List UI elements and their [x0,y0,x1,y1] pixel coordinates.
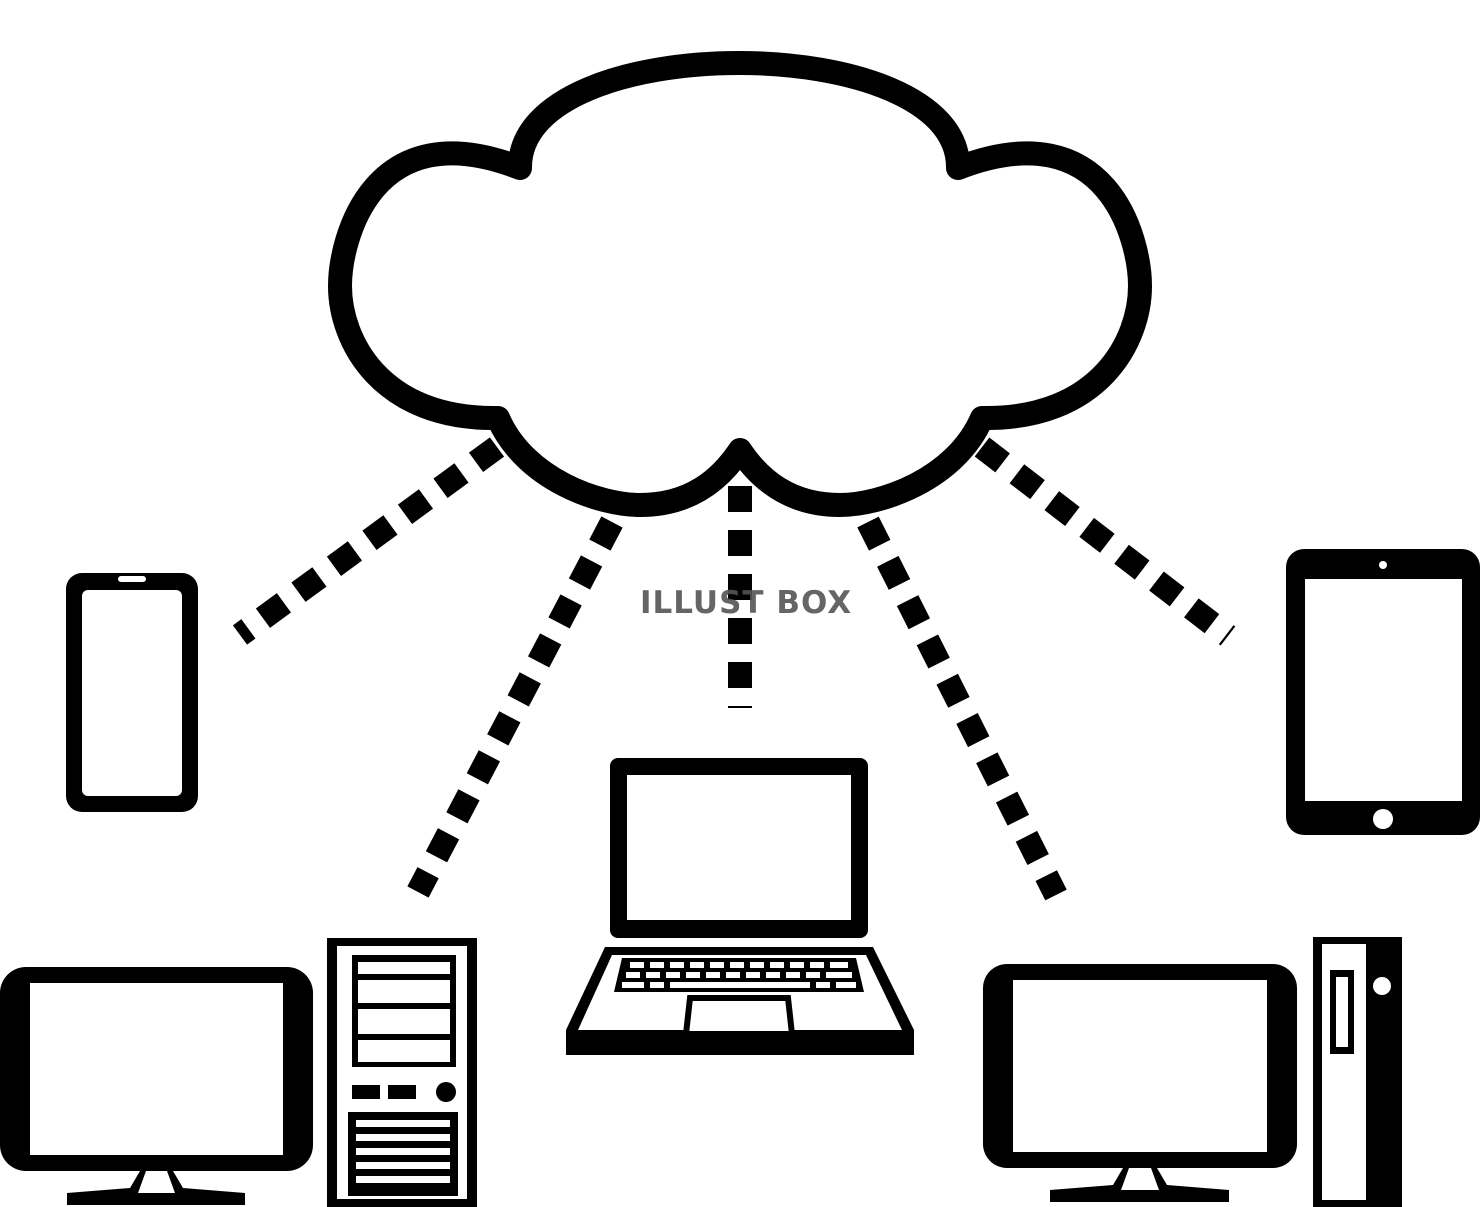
tablet-icon [1286,549,1480,835]
desktop-tower-icon [0,938,477,1207]
connection-lines [232,437,1236,901]
cloud-icon [328,51,1152,517]
link-cloud-desktop-left [407,516,623,898]
link-cloud-desktop-right [857,516,1067,901]
smartphone-icon [66,573,198,812]
link-cloud-tablet [974,437,1236,646]
laptop-icon [566,758,914,1055]
monitor-left [0,967,313,1205]
link-cloud-smartphone [232,437,505,645]
slim-tower-right [1313,937,1402,1207]
tower-left [327,938,477,1207]
desktop-slim-icon [983,937,1402,1207]
monitor-right [983,964,1297,1202]
